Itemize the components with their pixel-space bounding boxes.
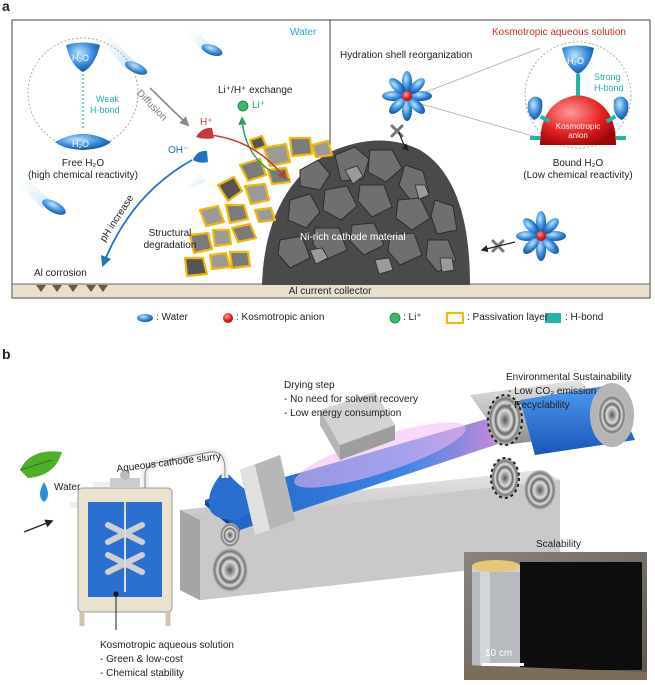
leaf-icon	[20, 451, 62, 478]
drying-glow	[294, 422, 466, 488]
h2o-top-label: H₂O	[72, 53, 89, 63]
hydrated-anion-flower-1	[382, 71, 432, 121]
kosmotropic-title: Kosmotropic aqueous solution	[492, 27, 626, 38]
cathode-particle	[262, 140, 470, 285]
structural-label: Structural	[148, 228, 192, 239]
li-ion-icon	[237, 100, 249, 112]
rewind-rollers	[212, 380, 635, 592]
strong-hbond-label-2: H-bond	[594, 83, 624, 93]
bound-h2o-sublabel: (Low chemical reactivity)	[523, 170, 633, 181]
h-exchange-red-arrow	[209, 134, 287, 180]
cathode-label: Ni-rich cathode material	[300, 232, 406, 243]
env-point-1: - Low CO₂ emission	[508, 386, 597, 397]
drying-title: Drying step	[284, 380, 335, 391]
scalability-title: Scalability	[536, 539, 582, 550]
weak-hbond-label-1: Weak	[96, 94, 119, 104]
li-ion-label: Li⁺	[252, 100, 266, 111]
free-water-diagram	[27, 37, 139, 150]
legend-anion: : Kosmotropic anion	[236, 312, 325, 323]
collector-label: Al current collector	[288, 286, 372, 297]
weak-hbond-label-2: H-bond	[90, 105, 120, 115]
doctor-blade	[240, 455, 295, 535]
h-ion-icon	[196, 127, 214, 139]
free-h2o-sublabel: (high chemical reactivity)	[27, 170, 139, 181]
env-point-2: - Recyclability	[508, 400, 570, 411]
exchange-label: Li⁺/H⁺ exchange	[218, 85, 293, 96]
legend-hbond: : H-bond	[565, 312, 604, 323]
oh-ion-label: OH⁻	[168, 145, 189, 156]
diffusion-arrow	[149, 87, 190, 127]
kosmo-point-2: - Chemical stability	[100, 668, 184, 679]
env-title: Environmental Sustainability	[506, 372, 632, 383]
corrosion-pits	[36, 285, 108, 292]
panel-a-figure	[11, 19, 651, 325]
dryer-unit	[320, 392, 395, 460]
water-inlet-arrow	[23, 519, 54, 533]
kosmo-anion-label-2: anion	[568, 131, 588, 140]
ph-increase-arrow	[101, 159, 193, 268]
bound-water-diagram	[524, 41, 632, 149]
legend-icons	[137, 311, 561, 325]
drying-point-2: - Low energy consumption	[284, 408, 402, 419]
panel-b-label: b	[2, 346, 11, 362]
panel-a-label: a	[2, 0, 10, 14]
scale-bar-label: 10 cm	[485, 648, 513, 659]
legend-passivation: : Passivation layer	[467, 312, 549, 323]
bound-h2o-label: Bound H₂O	[552, 158, 604, 169]
strong-hbond-label-1: Strong	[594, 72, 621, 82]
water-droplets-left	[14, 20, 223, 215]
oh-ion-icon	[193, 150, 208, 163]
legend-water: : Water	[156, 312, 188, 323]
kosmo-anion-label-1: Kosmotropic	[555, 122, 601, 131]
hydrated-anion-flower-2	[516, 211, 566, 261]
legend-li: : Li⁺	[403, 312, 422, 323]
kosmo-point-1: - Green & low-cost	[100, 654, 183, 665]
panel-b-figure	[19, 380, 647, 680]
degradation-label: degradation	[143, 240, 197, 251]
h2o-bottom-label: H₂O	[72, 139, 89, 149]
al-corrosion-label: Al corrosion	[34, 268, 87, 279]
hydration-label: Hydration shell reorganization	[340, 50, 473, 61]
water-title: Water	[290, 27, 317, 38]
slurry-blob	[209, 470, 256, 520]
free-h2o-label: Free H₂O	[61, 158, 105, 169]
h2o-right-label: H₂O	[567, 56, 584, 66]
water-label: Water	[54, 482, 81, 493]
h-ion-label: H⁺	[200, 117, 213, 128]
kosmo-solution-title: Kosmotropic aqueous solution	[100, 640, 234, 651]
mixer-tank	[77, 470, 173, 630]
drying-point-1: - No need for solvent recovery	[284, 394, 418, 405]
scalability-photo	[464, 552, 647, 680]
water-drop-icon	[40, 482, 48, 502]
